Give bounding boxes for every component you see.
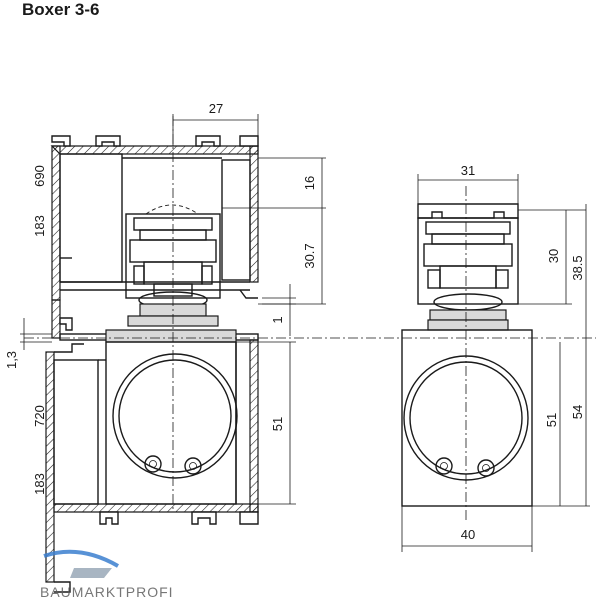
upper-profile-clip-mid bbox=[95, 135, 121, 147]
lower-clip-left bbox=[99, 511, 119, 525]
upper-profile-top-wall bbox=[50, 145, 259, 155]
upper-profile-chamber bbox=[59, 153, 123, 283]
watermark-text: BAUMARKTPROFI bbox=[40, 584, 174, 600]
upper-profile-right-wall bbox=[249, 145, 259, 283]
dim-lower-51: 51 bbox=[270, 417, 285, 431]
dim-right-30: 30 bbox=[546, 249, 561, 263]
dim-right-51: 51 bbox=[544, 413, 559, 427]
lower-profile-left-wall bbox=[51, 299, 61, 339]
dim-right-width-40: 40 bbox=[461, 527, 475, 542]
upper-profile-clip-center bbox=[195, 135, 221, 147]
left-clip-small bbox=[59, 317, 73, 331]
left-assembly: 27 690 183 720 183 1,3 16 30.7 1 51 bbox=[4, 101, 596, 593]
page-title: Boxer 3-6 bbox=[22, 0, 100, 19]
upper-profile-clip-left bbox=[51, 135, 71, 147]
dim-left-top-code: 690 bbox=[32, 165, 47, 187]
lower-drive-box bbox=[105, 329, 238, 505]
right-drive-box bbox=[401, 329, 533, 507]
right-carriage-frame bbox=[417, 217, 519, 305]
upper-profile-clip-right bbox=[239, 135, 259, 147]
lower-profile-right-wall bbox=[249, 339, 259, 513]
lower-clip-end bbox=[239, 511, 259, 525]
watermark-roof-icon bbox=[43, 549, 120, 568]
lower-profile-bottom-wall bbox=[53, 503, 259, 513]
dim-left-bottom-height: 183 bbox=[32, 473, 47, 495]
dim-left-bottom-code: 720 bbox=[32, 405, 47, 427]
upper-profile-left-wall bbox=[51, 145, 61, 301]
dim-right-width-31: 31 bbox=[461, 163, 475, 178]
lower-profile-outer-left bbox=[45, 351, 55, 583]
dim-right-54: 54 bbox=[570, 405, 585, 419]
dim-right-38-5: 38.5 bbox=[570, 255, 585, 280]
dim-upper-30-7: 30.7 bbox=[302, 243, 317, 268]
right-rail bbox=[417, 203, 519, 219]
dim-top-width: 27 bbox=[209, 101, 223, 116]
dim-left-top-height: 183 bbox=[32, 215, 47, 237]
dim-upper-16: 16 bbox=[302, 176, 317, 190]
lower-clip-right bbox=[191, 511, 217, 525]
right-assembly: 31 30 38.5 51 54 40 bbox=[401, 163, 590, 552]
upper-profile-right-chamber bbox=[221, 159, 251, 281]
watermark-logo: BAUMARKTPROFI bbox=[40, 549, 174, 600]
dim-gap-1: 1 bbox=[270, 316, 285, 323]
lower-profile-chamber bbox=[53, 359, 99, 505]
dim-gap-1-3: 1,3 bbox=[4, 351, 19, 369]
